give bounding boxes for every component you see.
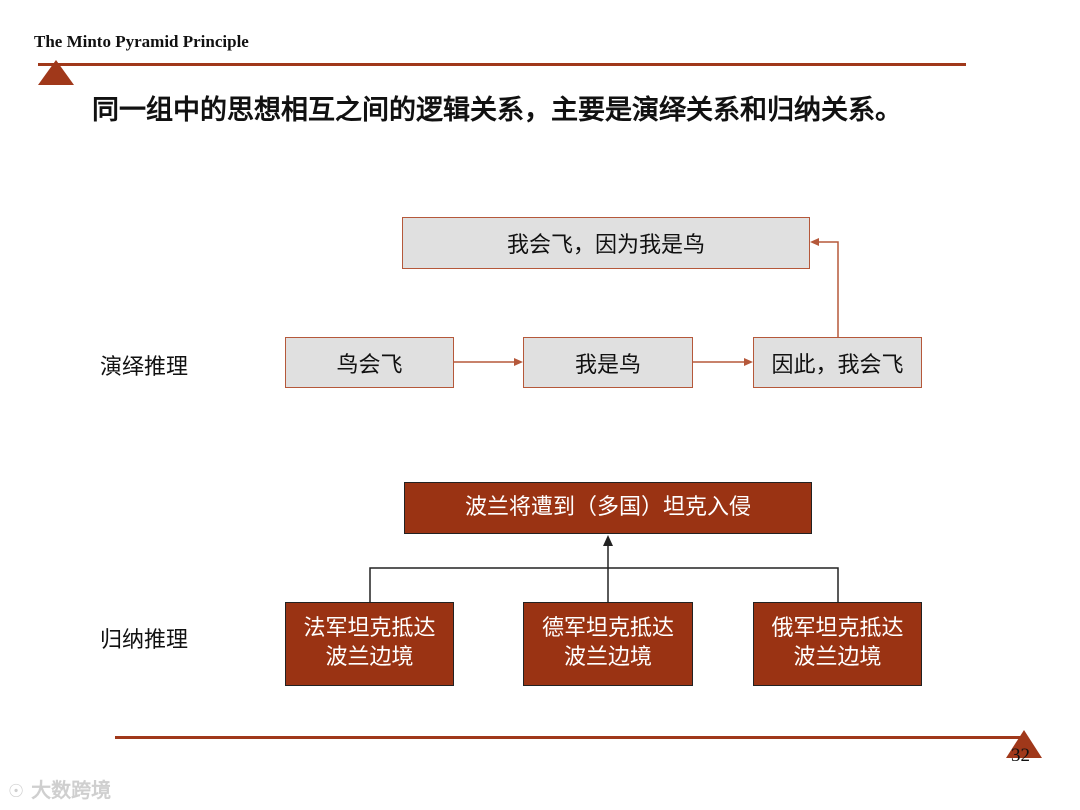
- induction-conclusion-text: 波兰将遭到（多国）坦克入侵: [464, 494, 751, 520]
- connector-bracket: [369, 567, 839, 602]
- deduction-conclusion-text: 我会飞，因为我是鸟: [506, 233, 705, 258]
- deduction-step-box: 我是鸟: [523, 337, 693, 388]
- pyramid-triangle-icon: [1006, 730, 1042, 758]
- page-title: 同一组中的思想相互之间的逻辑关系，主要是演绎关系和归纳关系。: [92, 95, 902, 126]
- page-number: 32: [1011, 745, 1030, 766]
- deduction-conclusion-box: 我会飞，因为我是鸟: [402, 217, 810, 269]
- arrowhead: [514, 358, 523, 366]
- induction-fact-box: 俄军坦克抵达波兰边境: [753, 602, 922, 686]
- deduction-arrows: [454, 238, 839, 366]
- induction-fact-text: 法军坦克抵达波兰边境: [303, 616, 436, 670]
- induction-label: 归纳推理: [100, 628, 189, 653]
- watermark-logo-icon: ☉: [8, 781, 25, 802]
- deduction-step-text: 鸟会飞: [336, 352, 403, 378]
- arrowhead: [744, 358, 753, 366]
- arrowhead: [603, 535, 613, 546]
- induction-conclusion-box: 波兰将遭到（多国）坦克入侵: [404, 482, 812, 534]
- induction-fact-text: 俄军坦克抵达波兰边境: [771, 616, 904, 670]
- induction-fact-box: 法军坦克抵达波兰边境: [285, 602, 454, 686]
- deduction-step-box: 因此，我会飞: [753, 337, 922, 388]
- induction-connectors: [369, 535, 839, 602]
- deduction-step-text: 我是鸟: [574, 352, 641, 378]
- header-title: The Minto Pyramid Principle: [34, 32, 249, 51]
- induction-fact-text: 德军坦克抵达波兰边境: [541, 616, 674, 670]
- top-rule: [38, 63, 966, 66]
- bottom-rule: [115, 736, 1027, 739]
- pyramid-triangle-icon: [38, 60, 74, 85]
- watermark: ☉ 大数跨境: [8, 774, 111, 803]
- induction-fact-box: 德军坦克抵达波兰边境: [523, 602, 693, 686]
- deduction-step-box: 鸟会飞: [285, 337, 454, 388]
- deduction-label: 演绎推理: [100, 355, 189, 380]
- watermark-text: 大数跨境: [31, 778, 112, 802]
- deduction-step-text: 因此，我会飞: [771, 352, 904, 378]
- arrow-step3-conclusion: [818, 241, 839, 337]
- arrowhead: [810, 238, 819, 246]
